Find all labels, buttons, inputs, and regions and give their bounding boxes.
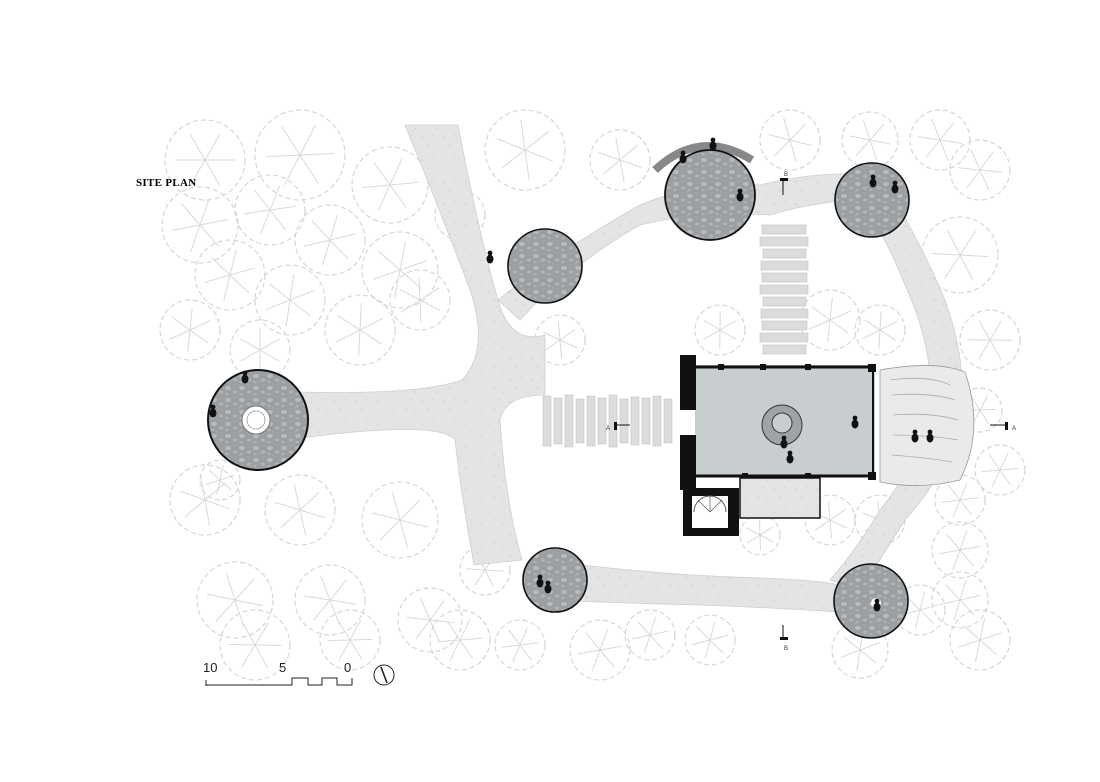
tree-canopy-icon [495,620,545,670]
plaza-south-west [523,548,587,612]
section-label-a-west: A [606,426,610,432]
tree-canopy-icon [695,305,745,355]
tree-canopy-icon [295,205,365,275]
tree-canopy-icon [685,615,735,665]
building [680,355,974,536]
tree-canopy-icon [625,610,675,660]
tree-canopy-icon [590,130,650,190]
tree-canopy-icon [160,300,220,360]
section-marker-b-south: B [780,625,788,652]
tree-canopy-icon [362,482,438,558]
plaza-west [208,370,308,470]
tree-canopy-icon [295,565,365,635]
person-silhouette-icon [710,138,717,151]
tree-canopy-icon [842,112,898,168]
section-label-b-north: B [784,172,788,178]
tree-canopy-icon [800,290,860,350]
tree-canopy-icon [950,610,1010,670]
tree-canopy-icon [265,475,335,545]
person-silhouette-icon [487,251,494,264]
stepping-planks-north [760,225,808,354]
tree-canopy-icon [855,305,905,355]
tree-canopy-icon [235,175,305,245]
scale-label-5: 5 [279,660,286,675]
tree-canopy-icon [197,562,273,638]
section-label-a-east: A [1012,426,1016,432]
north-arrow-icon [374,665,394,685]
tree-canopy-icon [975,445,1025,495]
tree-canopy-icon [255,110,345,200]
tree-canopy-icon [910,110,970,170]
tree-canopy-icon [170,465,240,535]
path-north-spine [300,125,545,565]
tree-canopy-icon [200,460,240,500]
tree-canopy-icon [352,147,428,223]
scale-label-0: 0 [344,660,351,675]
plaza-north-west [508,229,582,303]
plaza-south-east [834,564,908,638]
stepping-planks-west [543,395,672,447]
section-label-b-south: B [784,646,788,652]
drawing-title: SITE PLAN [136,177,196,189]
tree-canopy-icon [760,110,820,170]
tree-canopy-icon [932,572,988,628]
plaza-north-east [835,163,909,237]
tree-canopy-icon [570,620,630,680]
tree-canopy-icon [325,295,395,365]
tree-canopy-icon [255,265,325,335]
tree-canopy-icon [485,110,565,190]
tree-canopy-icon [195,240,265,310]
tree-canopy-icon [960,310,1020,370]
tree-canopy-icon [162,187,238,263]
scale-label-10: 10 [203,660,217,675]
tree-canopy-icon [950,140,1010,200]
path-south-arc [545,560,840,612]
tree-canopy-icon [362,232,438,308]
tree-canopy-icon [390,270,450,330]
tree-canopy-icon [932,522,988,578]
tree-canopy-icon [740,515,780,555]
